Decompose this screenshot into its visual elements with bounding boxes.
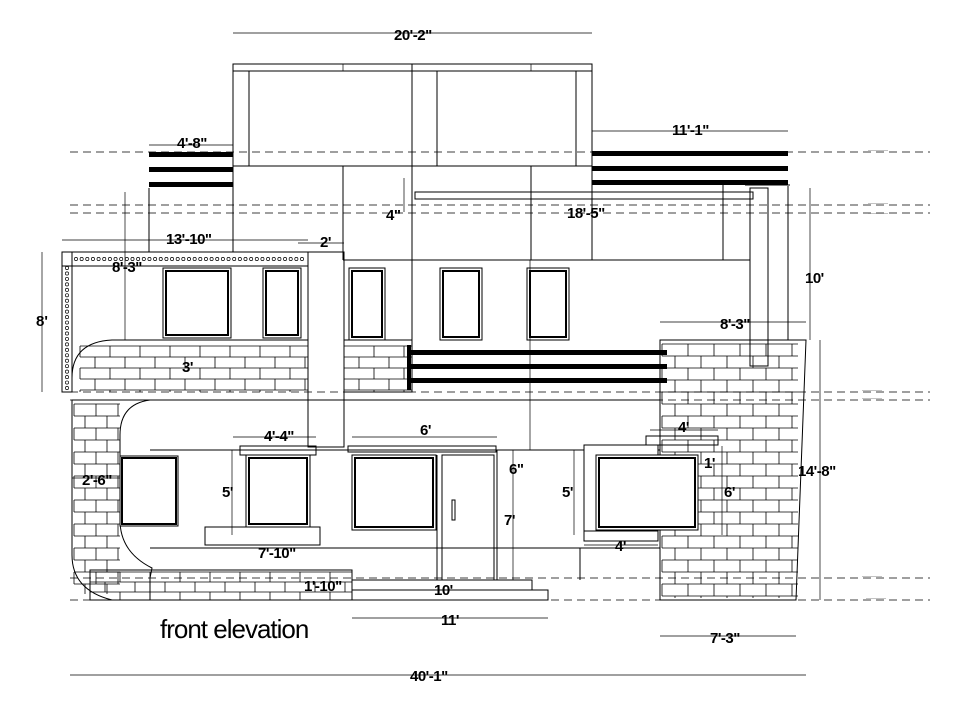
dim-overall: 40'-1" [410, 668, 448, 685]
dim-win-h2: 5' [562, 484, 573, 501]
svg-text:—————: ————— [868, 200, 888, 205]
dim-window-right-side: 1' [704, 455, 715, 472]
level-lines: ————— ————— ————— ————— ————— ————— ————… [70, 147, 930, 601]
dim-left-height: 8' [36, 313, 48, 330]
dim-window-bottom: 4' [615, 538, 626, 555]
dimension-lines [41, 32, 821, 676]
right-brick-tower [659, 339, 807, 601]
top-parapet [232, 63, 593, 392]
dim-bottom-11: 11' [441, 612, 459, 629]
dimension-labels: 20'-2" 4'-8" 11'-1" 4" 18'-5" 13'-10" 2'… [36, 27, 837, 685]
dim-left-corner: 2'-6" [82, 472, 112, 489]
dim-door-h: 7' [504, 512, 515, 529]
dim-slab-span: 18'-5" [567, 205, 605, 222]
dim-sill: 3' [182, 359, 193, 376]
dim-right-block: 8'-3" [720, 316, 750, 333]
dim-parapet-gap: 4" [386, 207, 401, 224]
drawing-title: front elevation [160, 614, 308, 644]
ground-windows [119, 444, 699, 546]
dim-left-canopy: 4'-8" [177, 135, 207, 152]
middle-railing-bars [407, 345, 667, 390]
left-lower-brick-wall [71, 399, 153, 601]
mid-upper-brick-wall [343, 339, 413, 393]
upper-windows [162, 267, 570, 341]
dim-column: 2' [320, 234, 331, 251]
dim-window-right-top: 4' [678, 419, 689, 436]
dim-right-top: 10' [805, 270, 824, 287]
dim-inner-left: 8'-3" [112, 259, 142, 276]
dim-window-top: 4'-4" [264, 428, 294, 445]
dim-win-h1: 5' [222, 484, 233, 501]
right-canopy-bars [592, 151, 788, 185]
svg-text:—————: ————— [862, 395, 882, 400]
svg-text:—————: ————— [868, 210, 888, 215]
dim-left-wing: 13'-10" [166, 231, 212, 248]
svg-text:—————: ————— [868, 147, 888, 152]
upper-floor [148, 166, 790, 367]
dim-step: 1'-10" [304, 578, 342, 595]
dim-lintel: 6" [509, 461, 524, 478]
dim-door-w: 10' [434, 582, 453, 599]
dim-right-canopy: 11'-1" [672, 122, 709, 139]
dim-door-top: 6' [420, 422, 431, 439]
svg-text:—————: ————— [866, 595, 886, 600]
dim-win-h3: 6' [724, 484, 735, 501]
dim-bottom-right: 7'-3" [710, 630, 740, 647]
dim-top-width: 20'-2" [394, 27, 432, 44]
ground-floor [150, 399, 719, 580]
dim-plinth-w: 7'-10" [258, 545, 296, 562]
left-upper-brick-wall [71, 339, 309, 392]
svg-text:—————: ————— [862, 573, 882, 578]
dim-right-total-h: 14'-8" [798, 463, 836, 480]
svg-text:—————: ————— [862, 387, 882, 392]
left-canopy-bars [149, 152, 233, 187]
